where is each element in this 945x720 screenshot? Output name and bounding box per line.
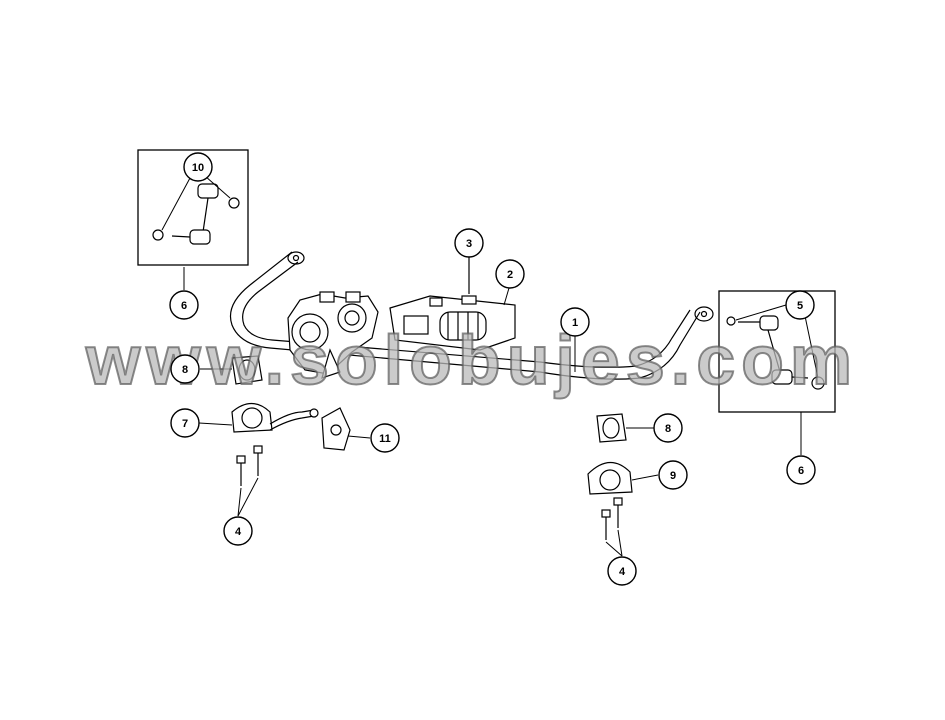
callout-label: 8 <box>182 364 188 376</box>
bushing-right <box>596 413 627 443</box>
right-link-part <box>726 315 825 390</box>
bracket-left <box>231 402 319 433</box>
callout-label: 9 <box>670 470 676 482</box>
bushing-left <box>231 355 263 385</box>
callout-9: 9 <box>658 460 688 490</box>
leader-lines <box>161 175 819 557</box>
callout-label: 2 <box>507 269 513 281</box>
callout-10: 10 <box>183 152 213 182</box>
callout-label: 1 <box>572 317 578 329</box>
left-link-part <box>152 183 240 245</box>
callout-label: 7 <box>182 418 188 430</box>
callout-label: 4 <box>235 526 242 538</box>
callout-3: 3 <box>454 228 484 258</box>
callout-circle <box>607 556 637 586</box>
watermark-text: www.solobujes.com <box>85 321 858 399</box>
callout-circle <box>223 516 253 546</box>
callout-circle <box>658 460 688 490</box>
clamp-11 <box>321 407 351 451</box>
bolt-3 <box>461 257 477 305</box>
callout-circle <box>454 228 484 258</box>
callout-label: 6 <box>798 465 804 477</box>
callout-label: 11 <box>379 433 391 445</box>
bolts-right <box>601 497 623 540</box>
actuator-assembly <box>287 291 379 379</box>
callout-1: 1 <box>560 307 590 337</box>
callout-6: 6 <box>786 455 816 485</box>
callout-6: 6 <box>169 290 199 320</box>
callout-8: 8 <box>653 413 683 443</box>
callout-label: 8 <box>665 423 671 435</box>
callout-circle <box>183 152 213 182</box>
sensor-module <box>389 295 516 351</box>
callout-label: 5 <box>797 300 803 312</box>
callout-circle <box>495 259 525 289</box>
callout-circle <box>560 307 590 337</box>
callout-circle <box>170 408 200 438</box>
callout-5: 5 <box>785 290 815 320</box>
callout-11: 11 <box>370 423 400 453</box>
inset-box-right-link <box>718 290 836 413</box>
callout-circle <box>169 290 199 320</box>
callout-circle <box>653 413 683 443</box>
callout-label: 3 <box>466 238 472 250</box>
callout-8: 8 <box>170 354 200 384</box>
callout-4: 4 <box>607 556 637 586</box>
callout-4: 4 <box>223 516 253 546</box>
bolts-left <box>236 445 263 486</box>
callout-label: 4 <box>619 566 626 578</box>
callout-7: 7 <box>170 408 200 438</box>
callout-circle <box>785 290 815 320</box>
callout-label: 10 <box>192 162 204 174</box>
inset-box-left-link <box>137 149 249 266</box>
callout-2: 2 <box>495 259 525 289</box>
callout-circle <box>786 455 816 485</box>
stabilizer-bar <box>229 251 714 380</box>
callout-circle <box>170 354 200 384</box>
bracket-right <box>587 461 633 495</box>
callout-circle <box>370 423 400 453</box>
callout-label: 6 <box>181 300 187 312</box>
callouts: 10 6 3 2 1 5 6 8 7 11 4 8 9 4 <box>169 152 816 586</box>
